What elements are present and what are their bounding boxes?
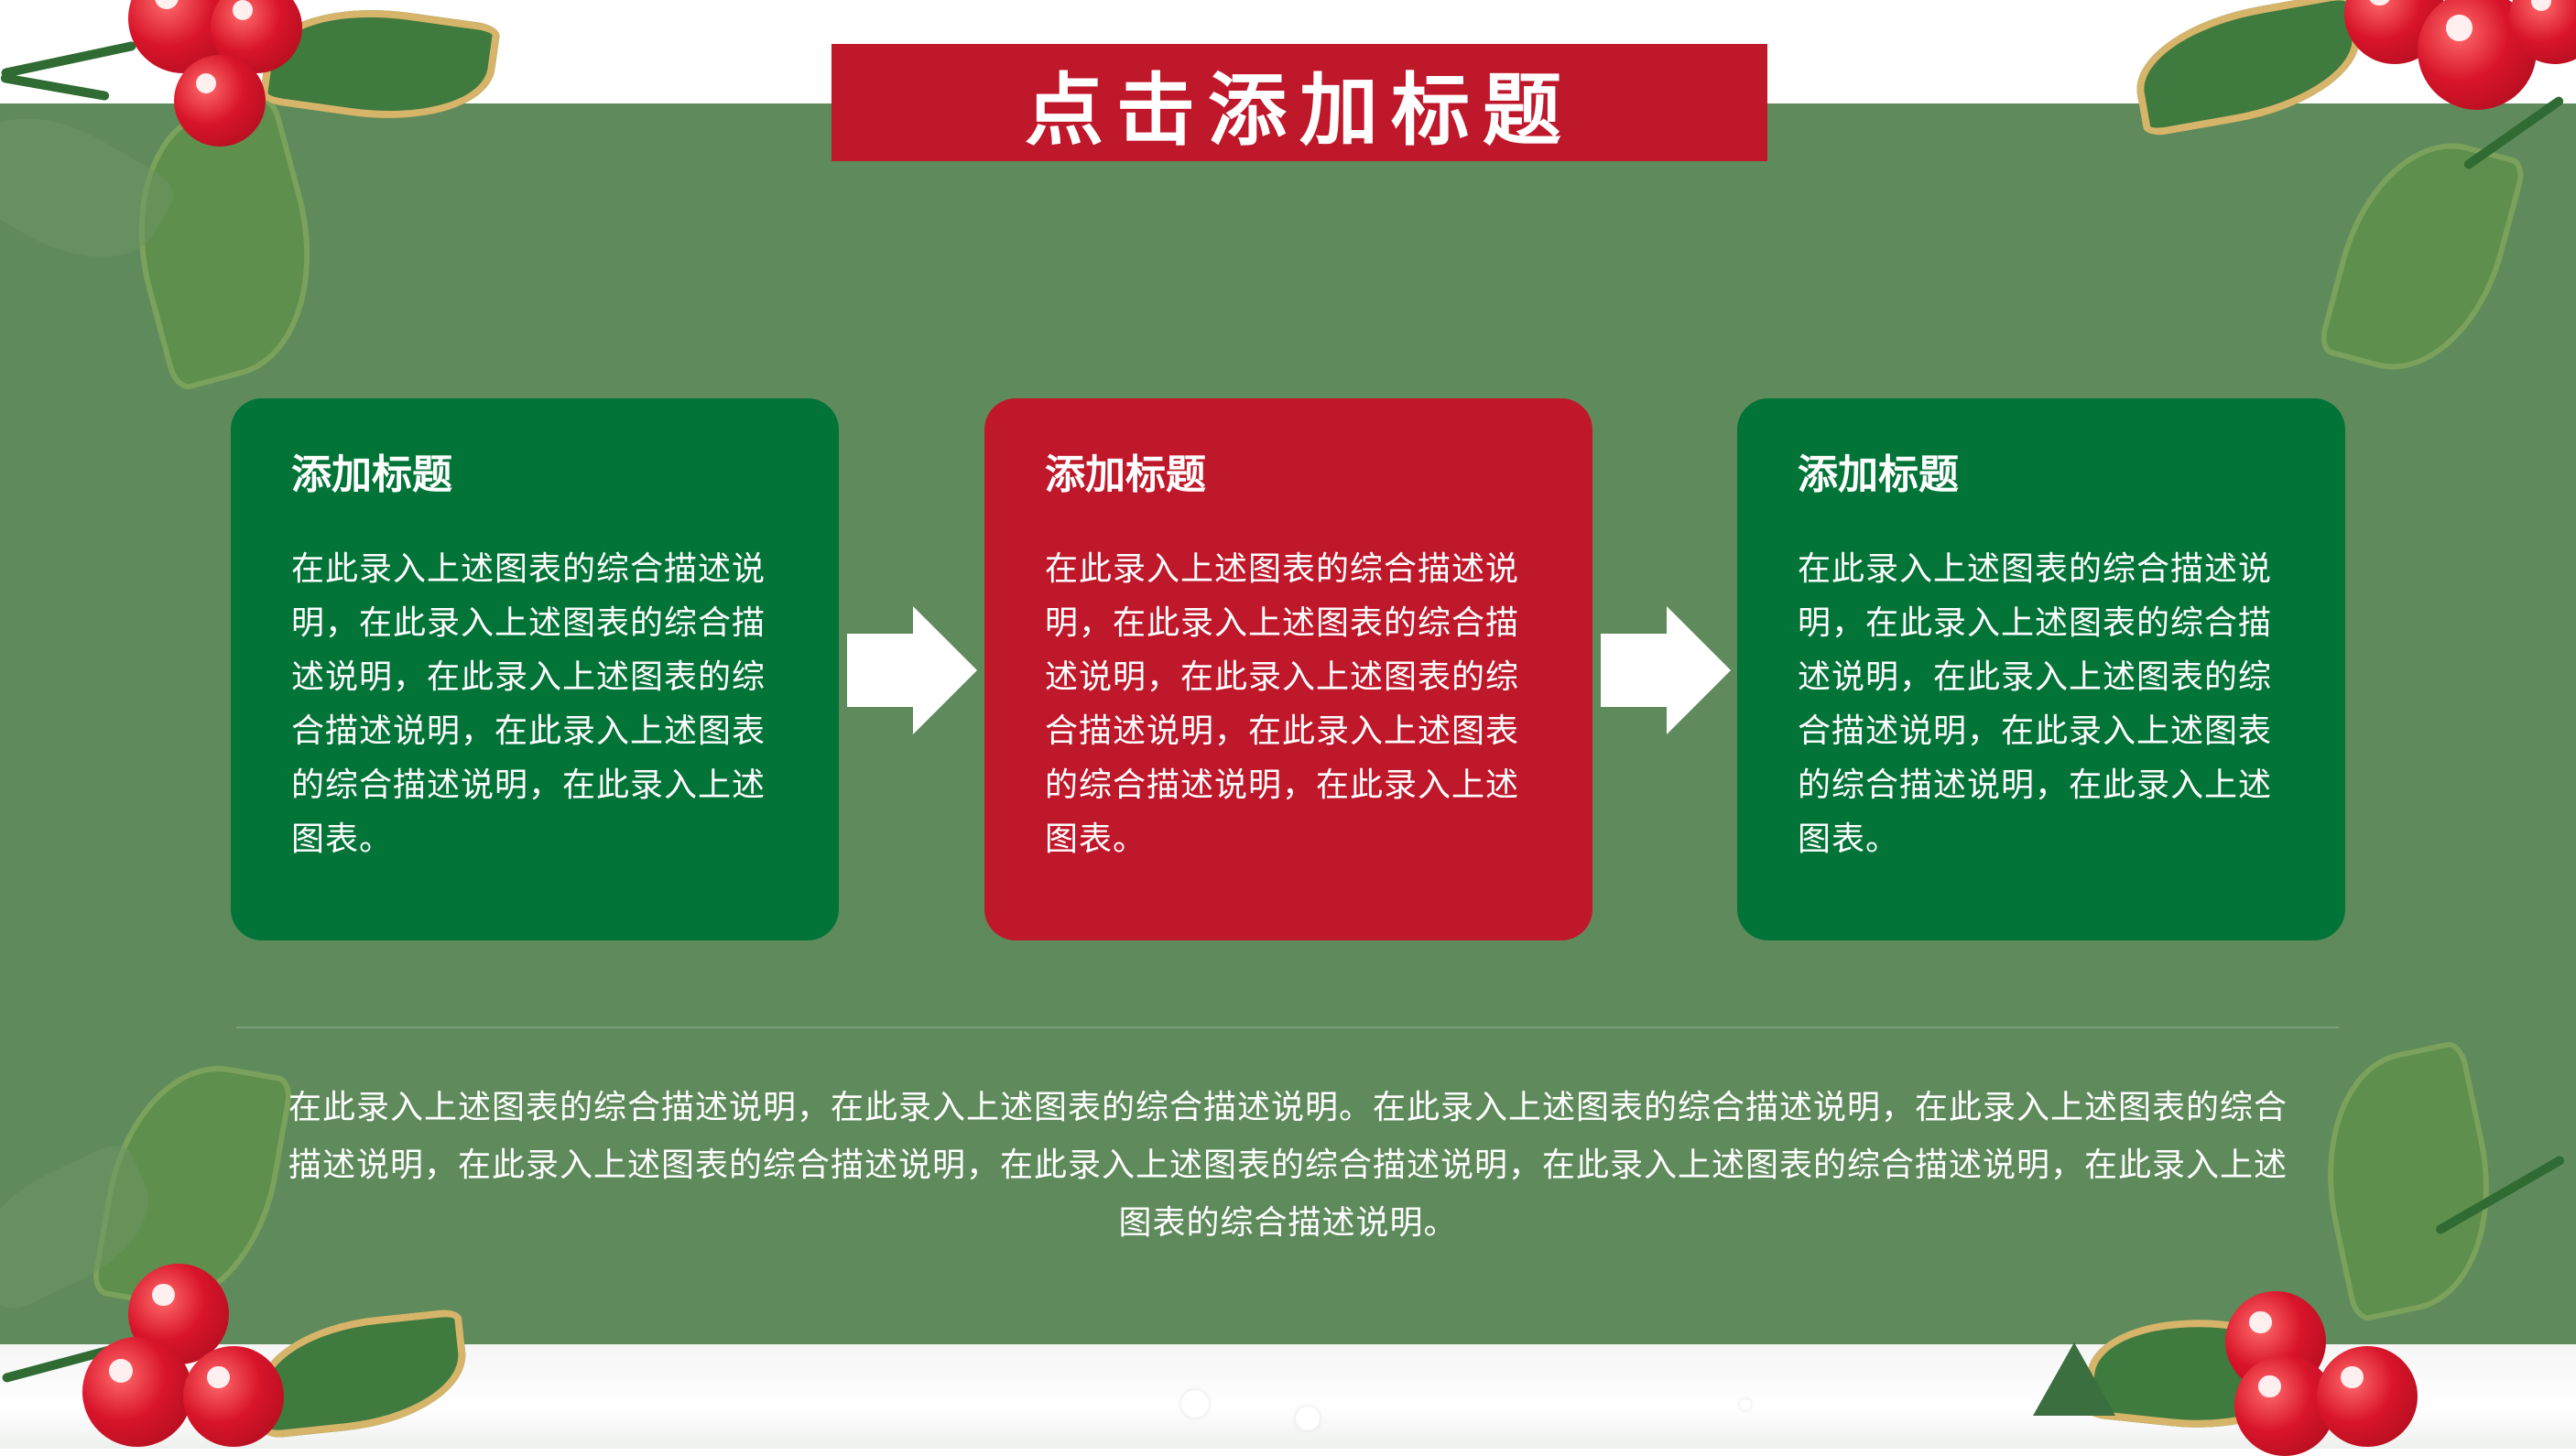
card-title[interactable]: 添加标题	[1045, 451, 1206, 498]
card-description[interactable]: 在此录入上述图表的综合描述说明，在此录入上述图表的综合描述说明，在此录入上述图表…	[1045, 549, 1520, 858]
title-banner: 点击添加标题	[831, 44, 1767, 161]
red-berry-icon	[2317, 1346, 2418, 1447]
slide-title[interactable]: 点击添加标题	[1025, 64, 1574, 157]
red-berry-icon	[174, 55, 266, 147]
card-title[interactable]: 添加标题	[1798, 451, 1959, 498]
card-description[interactable]: 在此录入上述图表的综合描述说明，在此录入上述图表的综合描述说明，在此录入上述图表…	[291, 549, 766, 858]
step-card-2: 添加标题 在此录入上述图表的综合描述说明，在此录入上述图表的综合描述说明，在此录…	[984, 398, 1592, 940]
snowflake-icon	[1296, 1407, 1320, 1430]
snowflake-icon	[1740, 1399, 1751, 1410]
step-card-3: 添加标题 在此录入上述图表的综合描述说明，在此录入上述图表的综合描述说明，在此录…	[1737, 398, 2345, 940]
step-card-1: 添加标题 在此录入上述图表的综合描述说明，在此录入上述图表的综合描述说明，在此录…	[231, 398, 839, 940]
pine-branch-icon	[0, 72, 110, 102]
red-berry-icon	[82, 1337, 192, 1447]
snowflake-icon	[1181, 1390, 1209, 1418]
card-title[interactable]: 添加标题	[291, 451, 452, 498]
arrow-right-icon	[847, 606, 977, 734]
footer-description[interactable]: 在此录入上述图表的综合描述说明，在此录入上述图表的综合描述说明。在此录入上述图表…	[288, 1089, 2288, 1242]
card-description[interactable]: 在此录入上述图表的综合描述说明，在此录入上述图表的综合描述说明，在此录入上述图表…	[1798, 549, 2273, 858]
red-berry-icon	[183, 1346, 284, 1447]
divider-line	[236, 1027, 2339, 1028]
snow-tree-icon	[2033, 1342, 2115, 1416]
red-berry-icon	[2418, 0, 2537, 110]
pine-branch-icon	[0, 40, 137, 79]
arrow-right-icon	[1601, 606, 1731, 734]
